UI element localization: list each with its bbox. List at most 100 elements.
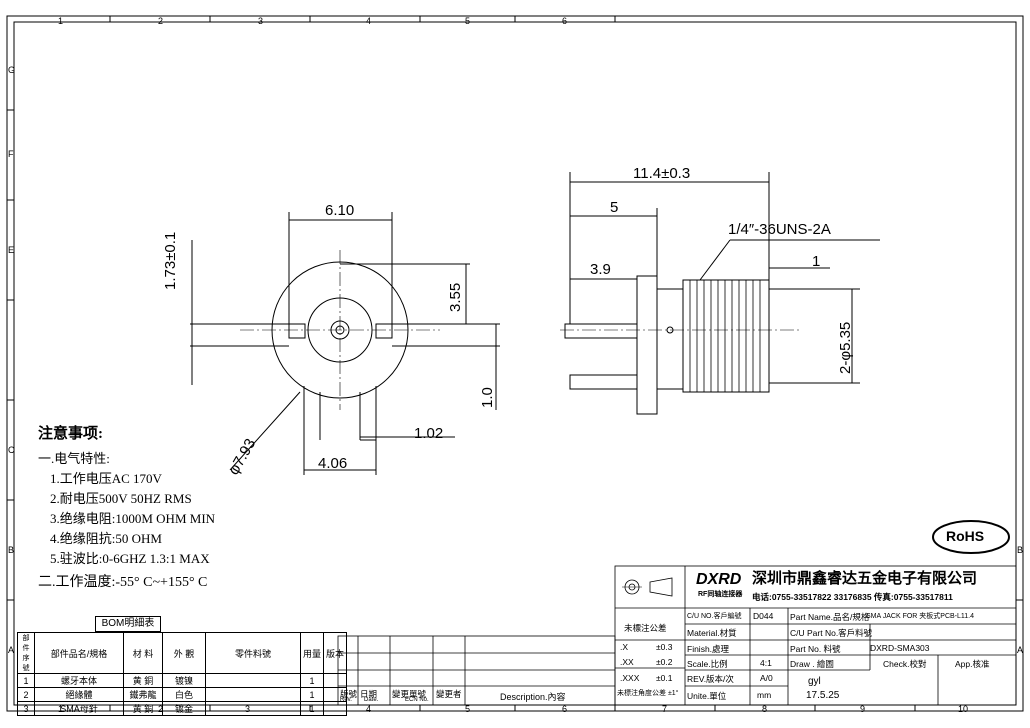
col-label: 9 [860,704,866,714]
bom-title: BOM明細表 [95,616,161,632]
notes-block: 注意事项: 一.电气特性: 1.工作电压AC 170V 2.耐电压500V 50… [38,422,215,593]
bom-header: 用量 [300,632,324,674]
rev-header: 版號 [340,689,358,699]
col-label: 10 [958,704,969,714]
dim-front-gap: 1.0 [479,387,496,408]
dim-side-thread-spec: 1/4″-36UNS-2A [728,221,831,238]
dim-side-end: 1 [812,253,821,270]
col-label: 7 [662,704,668,714]
row-label: C [8,445,15,455]
company-logo: DXRD [696,571,742,588]
rev-header: 變更者 [436,689,462,699]
tolerance-value: ±0.3 [656,642,673,652]
notes-item: 5.驻波比:0-6GHZ 1.3:1 MAX [50,551,210,566]
bom-header: 材 料 [123,632,163,674]
row-label: F [8,149,14,159]
company-phone: 电话:0755-33517822 33176835 传真:0755-335178… [752,592,953,602]
draw-label: Draw . 繪圖 [790,659,834,669]
front-view [190,212,500,475]
dim-side-flange: 3.9 [590,261,611,278]
col-label: 5 [465,16,471,26]
rev-header: Description.內容 [500,692,566,702]
left-ruler [7,109,14,601]
finish-label: Finish.處理 [687,644,730,654]
row-label: B [8,545,15,555]
rohs-stamp [932,520,1010,554]
rev-header: 變更單號 [392,689,427,699]
notes-item: 1.工作电压AC 170V [50,471,162,486]
col-label: 3 [258,16,264,26]
rev-value: A/0 [760,673,773,683]
col-label: 1 [58,16,64,26]
unit-value: mm [757,690,772,700]
material-label: Material.材質 [687,628,737,638]
check-label: Check.校對 [883,659,927,669]
cu-no-label: C/U NO.客戶編號 [687,613,742,620]
cu-part-label: C/U Part No.客戶料號 [790,628,873,638]
tolerance-value: ±0.1 [656,673,673,683]
company-name: 深圳市鼎鑫睿达五金电子有限公司 [752,570,978,587]
tolerance-label: .X [620,642,629,652]
col-label: 6 [562,704,568,714]
row-label: A [8,645,15,655]
scale-label: Scale.比例 [687,659,728,669]
notes-item: 2.耐电压500V 50HZ RMS [50,491,192,506]
rev-label: REV.版本/次 [687,674,734,684]
outer-border [6,15,1024,712]
side-view [560,172,880,415]
tolerance-value: ±0.2 [656,657,673,667]
unit-label: Unite.單位 [687,691,727,701]
date-value: 17.5.25 [806,690,840,701]
dim-front-height: 1.73±0.1 [162,231,179,290]
notes-electrical: 一.电气特性: [38,451,110,466]
inner-border [13,21,1017,706]
dim-front-width: 6.10 [325,202,355,219]
dim-side-thread-len: 5 [610,199,619,216]
bom-header: 部件品名/規格 [34,632,124,674]
col-label: 6 [562,16,568,26]
rev-subheader: Rev. [340,697,352,703]
col-label: 2 [158,16,164,26]
col-label: 4 [366,16,372,26]
rev-header: 日期 [360,689,378,699]
tolerance-title: 未標注公差 [624,623,667,633]
notes-item: 3.绝缘电阻:1000M OHM MIN [50,511,216,526]
scale-value: 4:1 [760,658,772,668]
rev-subheader: Date. [364,697,379,703]
tolerance-label: .XX [620,657,634,667]
row-label: E [8,245,15,255]
notes-temperature: 二.工作温度:-55° C~+155° C [38,575,208,590]
cu-no-value: D044 [753,611,774,621]
rohs-label: RoHS [946,528,985,544]
col-label: 8 [762,704,768,714]
row-label: A [1017,645,1024,655]
notes-heading: 注意事项: [38,426,103,442]
part-name-label: Part Name.品名/規格 [790,612,870,622]
app-label: App.核准 [955,659,990,669]
part-no-value: DXRD-SMA303 [870,643,930,653]
dim-front-pin-width: 1.02 [414,425,444,442]
dim-side-length: 11.4±0.3 [633,165,691,182]
dim-front-bottom-width: 4.06 [318,455,348,472]
tolerance-label: .XXX [620,673,640,683]
rev-subheader: ECN No. [405,697,429,703]
notes-item: 4.绝缘阻抗:50 OHM [50,531,162,546]
drawer-value: gyl [808,676,821,687]
bom-header: 外 觀 [162,632,206,674]
bom-header: 部件序號 [17,632,35,674]
col-label: 4 [366,704,372,714]
dim-front-pin-offset: 3.55 [447,282,464,312]
bom-header: 零件料號 [205,632,301,674]
dim-side-diameter: 2-φ5.35 [837,321,854,374]
tolerance-angle: 未標注角度公差 ±1° [617,690,679,697]
row-label: B [1017,545,1024,555]
part-name-value: SMA JACK FOR 夹板式PCB-L11.4 [866,613,975,620]
company-logo-sub: RF同轴连接器 [698,591,743,598]
top-ruler [109,16,616,22]
part-no-label: Part No. 料號 [790,644,841,654]
